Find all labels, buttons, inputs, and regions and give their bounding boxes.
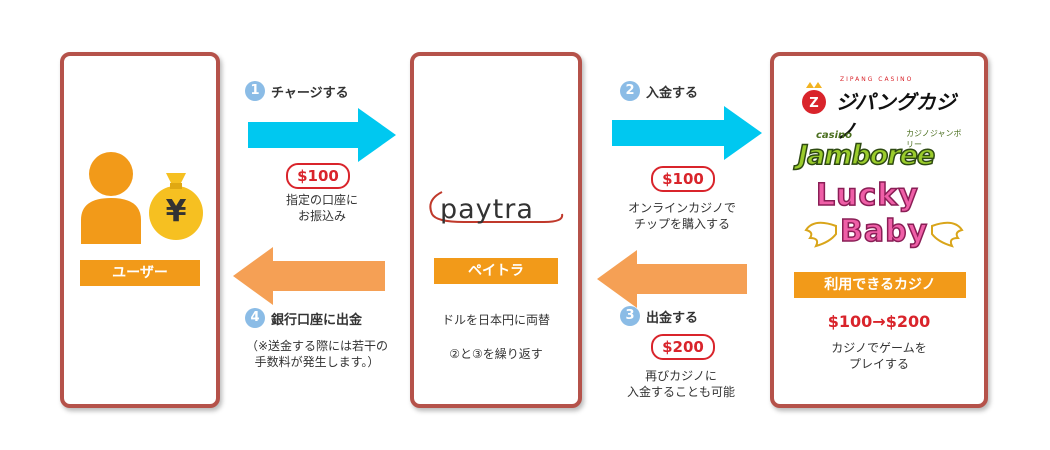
paytra-panel: paytra ペイトラ ドルを日本円に両替 ②と③を繰り返す	[410, 52, 582, 408]
casino-panel: ZIPANG CASINO Z ジパングカジノ casino カジノジャンボリー…	[770, 52, 988, 408]
step-3-title: 3 出金する	[620, 306, 698, 326]
jamboree-sub-text: カジノジャンボリー	[906, 129, 962, 149]
step-1-desc-line1: 指定の口座に	[285, 193, 358, 207]
arrow-left-withdraw-casino	[597, 250, 747, 308]
casino-desc-line2: プレイする	[848, 357, 909, 371]
svg-text:Z: Z	[809, 96, 818, 111]
step-3-desc-line2: 入金することも可能	[626, 385, 735, 399]
step-4-desc-line2: 手数料が発生します。）	[254, 355, 380, 369]
user-label: ユーザー	[80, 260, 200, 286]
arrow-right-charge	[248, 108, 396, 162]
lucky-text: Lucky	[815, 177, 919, 214]
step-2-desc-line2: チップを購入する	[633, 217, 730, 231]
lucky-baby-logo: Lucky Baby	[804, 177, 964, 258]
step-4-title: 4 銀行口座に出金	[245, 308, 362, 328]
step-2-number: 2	[620, 81, 640, 101]
casino-amount-change: $100→$200	[827, 312, 931, 331]
wing-icon-left	[804, 221, 837, 248]
jamboree-text: Jamboree	[797, 139, 936, 172]
paytra-note-repeat: ②と③を繰り返す	[449, 347, 543, 361]
step-3-label: 出金する	[646, 310, 699, 326]
baby-text: Baby	[839, 213, 929, 250]
jamboree-small-text: casino	[816, 130, 853, 141]
user-panel: ¥ ユーザー	[60, 52, 220, 408]
step-1-desc-line2: お振込み	[297, 209, 346, 223]
step-4-desc-line1: （※送金する際には若干の	[245, 339, 389, 353]
yen-symbol: ¥	[165, 194, 187, 229]
arrow-right-deposit	[612, 106, 762, 160]
casino-desc-line1: カジノでゲームを	[831, 341, 927, 355]
step-1-label: チャージする	[271, 85, 349, 101]
step-2-amount: $100	[651, 166, 715, 192]
step-1-number: 1	[245, 81, 265, 101]
user-icon	[81, 152, 141, 244]
zipang-text: ジパングカジノ	[836, 90, 956, 143]
arrow-left-withdraw-bank	[233, 247, 385, 305]
step-4-label: 銀行口座に出金	[271, 312, 363, 328]
paytra-label: ペイトラ	[434, 258, 558, 284]
zipang-crown-icon: Z	[802, 82, 826, 114]
step-3-number: 3	[620, 306, 640, 326]
paytra-logo-swoosh	[429, 191, 564, 223]
step-2-label: 入金する	[646, 85, 699, 101]
step-1-amount: $100	[286, 163, 350, 189]
jamboree-casino-logo: casino カジノジャンボリー Jamboree	[794, 128, 966, 174]
wing-icon-right	[931, 221, 964, 248]
zipang-casino-logo: ZIPANG CASINO Z ジパングカジノ	[796, 76, 966, 143]
yen-bag-icon	[149, 173, 203, 240]
casino-label: 利用できるカジノ	[794, 272, 966, 298]
step-4-number: 4	[245, 308, 265, 328]
paytra-note-exchange: ドルを日本円に両替	[441, 313, 550, 327]
paytra-logo: paytra	[440, 194, 534, 225]
step-2-desc-line1: オンラインカジノで	[628, 201, 736, 215]
step-3-amount: $200	[651, 334, 715, 360]
step-3-desc-line1: 再びカジノに	[645, 369, 717, 383]
zipang-small-text: ZIPANG CASINO	[840, 76, 914, 83]
step-2-title: 2 入金する	[620, 81, 698, 101]
step-1-title: 1 チャージする	[245, 81, 349, 101]
